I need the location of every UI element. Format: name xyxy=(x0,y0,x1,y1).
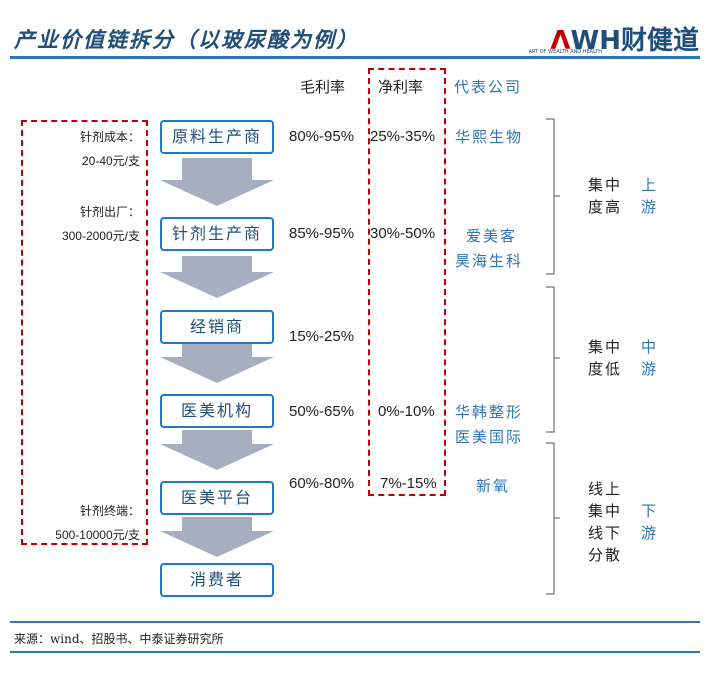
gross-margin-value: 15%-25% xyxy=(289,328,355,345)
stage-distributor: 经销商 xyxy=(160,310,274,344)
company-name: 华韩整形 xyxy=(455,403,524,421)
downstream-label: 下游 xyxy=(641,502,659,542)
header-company: 代表公司 xyxy=(454,78,523,96)
upstream-bracket xyxy=(546,118,560,275)
cost-label: 针剂成本： xyxy=(79,130,140,144)
source-note: 来源：wind、招股书、中泰证券研究所 xyxy=(14,632,224,646)
midstream-bracket xyxy=(546,286,560,433)
brand-logo: ΛWH财健道 xyxy=(550,26,699,56)
terminal-value: 500-10000元/支 xyxy=(55,528,140,542)
midstream-concentration: 集中度低 xyxy=(588,338,623,378)
flow-arrow xyxy=(160,430,274,470)
upstream-concentration: 集中度高 xyxy=(588,176,623,216)
net-margin-value: 7%-15% xyxy=(380,475,437,492)
brand-logo-subtitle: ART OF WEALTH AND HEALTH xyxy=(528,49,602,55)
downstream-channel-notes: 线上集中线下分散 xyxy=(588,480,623,564)
stage-medical-institution: 医美机构 xyxy=(160,394,274,428)
footer-divider-top xyxy=(10,621,700,623)
company-name: 华熙生物 xyxy=(455,128,524,146)
gross-margin-value: 60%-80% xyxy=(289,475,355,492)
upstream-label: 上游 xyxy=(641,176,659,216)
factory-label: 针剂出厂： xyxy=(79,205,140,219)
company-name: 爱美客 xyxy=(466,227,518,245)
flow-arrow xyxy=(160,158,274,206)
flow-arrow xyxy=(160,256,274,298)
stage-consumer: 消费者 xyxy=(160,563,274,597)
stage-raw-material: 原料生产商 xyxy=(160,120,274,154)
company-name: 医美国际 xyxy=(455,428,524,446)
net-margin-value: 0%-10% xyxy=(378,403,435,420)
header-gross-margin: 毛利率 xyxy=(300,78,346,96)
gross-margin-value: 50%-65% xyxy=(289,403,355,420)
net-margin-value: 25%-35% xyxy=(370,128,436,145)
cost-value: 20-40元/支 xyxy=(81,154,140,168)
stage-injection-maker: 针剂生产商 xyxy=(160,217,274,251)
gross-margin-value: 80%-95% xyxy=(289,128,355,145)
company-name: 新氧 xyxy=(476,477,511,495)
downstream-bracket xyxy=(546,442,560,595)
factory-value: 300-2000元/支 xyxy=(61,229,140,243)
flow-arrow xyxy=(160,517,274,557)
company-name: 昊海生科 xyxy=(455,252,524,270)
page-title: 产业价值链拆分（以玻尿酸为例） xyxy=(14,27,359,52)
net-margin-value: 30%-50% xyxy=(370,225,436,242)
net-margin-dashed-box xyxy=(368,68,446,496)
stage-platform: 医美平台 xyxy=(160,481,274,515)
terminal-label: 针剂终端： xyxy=(79,504,140,518)
flow-arrow xyxy=(160,343,274,383)
header-net-margin: 净利率 xyxy=(378,78,424,96)
footer-divider-bottom xyxy=(10,651,700,653)
gross-margin-value: 85%-95% xyxy=(289,225,355,242)
title-divider xyxy=(10,56,700,59)
midstream-label: 中游 xyxy=(641,338,659,378)
price-notes-dashed-box xyxy=(21,120,148,545)
